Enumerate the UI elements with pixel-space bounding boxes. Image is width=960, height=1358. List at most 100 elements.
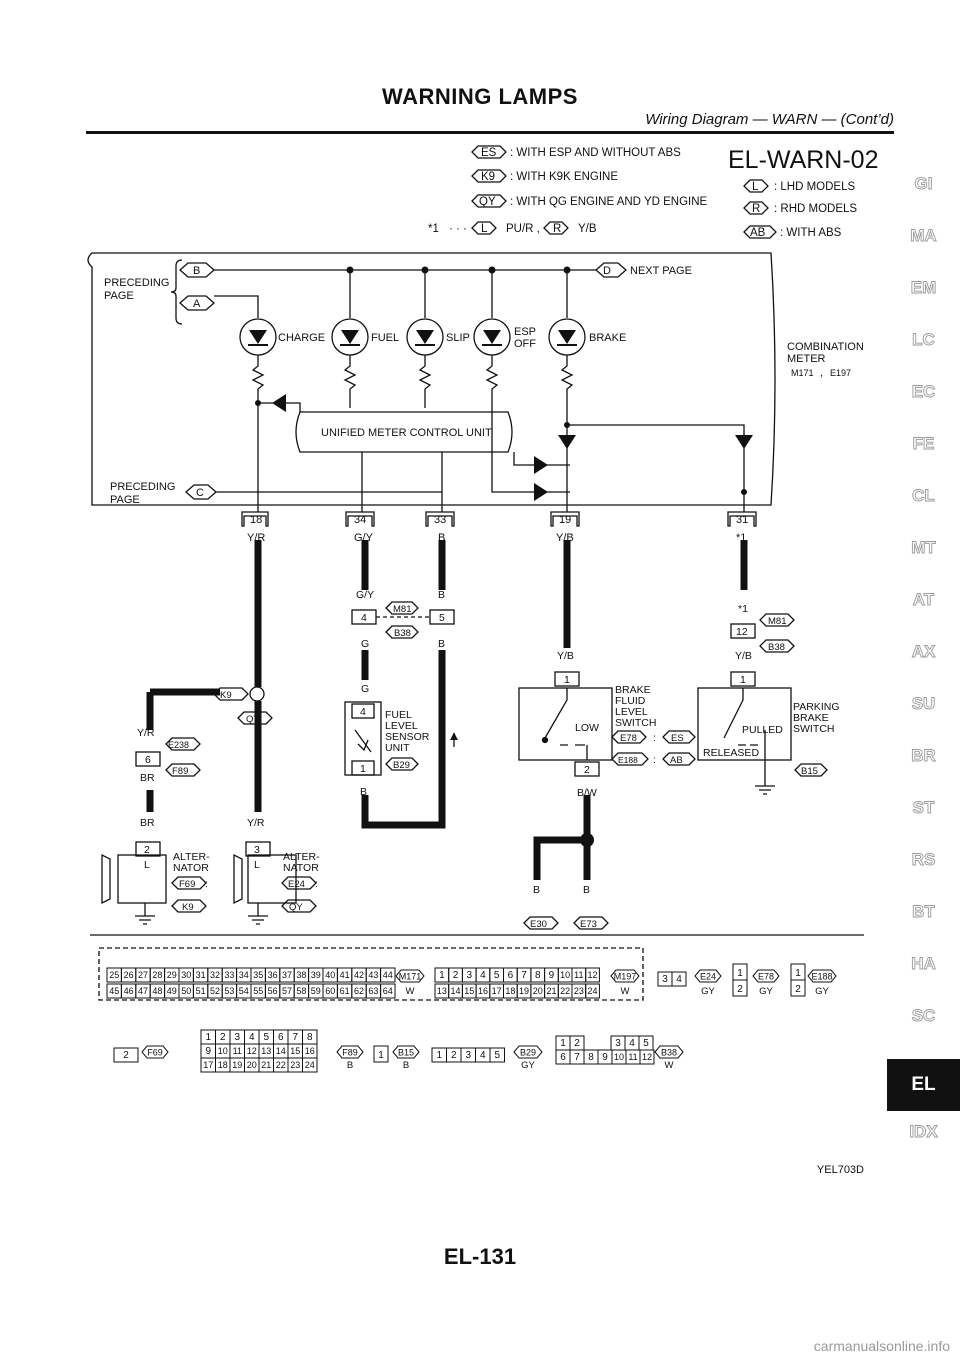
nav-item-ec[interactable]: EC bbox=[911, 382, 936, 402]
nav-item-ax[interactable]: AX bbox=[911, 642, 936, 662]
f89-id-tag: F89 bbox=[342, 1048, 358, 1058]
m197-pin-5-label: 5 bbox=[494, 970, 500, 981]
f89-pin-7-label: 7 bbox=[292, 1032, 298, 1043]
fuel-wire-b-lower: B bbox=[438, 638, 445, 650]
nav-item-su[interactable]: SU bbox=[911, 694, 936, 714]
nav-item-at[interactable]: AT bbox=[912, 590, 935, 610]
park-released-label: RELEASED bbox=[703, 747, 759, 759]
combination-meter-line2: METER bbox=[787, 353, 826, 365]
nav-item-ha[interactable]: HA bbox=[911, 954, 936, 974]
nav-item-lc[interactable]: LC bbox=[912, 330, 936, 350]
f89-pin-21-label: 21 bbox=[261, 1060, 271, 1070]
f89-pin-19-label: 19 bbox=[232, 1060, 242, 1070]
b38-id-tag-outline bbox=[654, 1045, 684, 1059]
e24-color: GY bbox=[701, 986, 715, 997]
m197-pin-7-label: 7 bbox=[521, 970, 527, 981]
preceding-page-top-line2: PAGE bbox=[104, 290, 134, 302]
e238-pin-6: 6 bbox=[145, 754, 151, 766]
m197-pin-21-label: 21 bbox=[546, 986, 556, 996]
ground-e73-tag: E73 bbox=[580, 919, 597, 930]
m197-pin-24-cell bbox=[585, 983, 600, 999]
park-pulled-label: PULLED bbox=[742, 724, 783, 736]
nav-item-br[interactable]: BR bbox=[911, 746, 936, 766]
nav-item-fe[interactable]: FE bbox=[912, 434, 935, 454]
nav-item-em[interactable]: EM bbox=[910, 278, 937, 298]
nav-item-el-active[interactable]: EL bbox=[887, 1059, 960, 1111]
f89-pin-8-label: 8 bbox=[307, 1032, 313, 1043]
m197-pin-13-label: 13 bbox=[437, 986, 447, 996]
legend-text-r: : RHD MODELS bbox=[774, 203, 857, 215]
alt1-label-line2: NATOR bbox=[173, 862, 209, 874]
nav-item-idx[interactable]: IDX bbox=[909, 1122, 938, 1142]
nav-item-rs[interactable]: RS bbox=[911, 850, 936, 870]
legend-tag-l: L bbox=[752, 181, 759, 193]
fuel-sensor-line2: LEVEL bbox=[385, 720, 418, 732]
f89-pin-11-label: 11 bbox=[233, 1046, 242, 1056]
m197-pin-6-label: 6 bbox=[508, 970, 514, 981]
f89-pin-15-label: 15 bbox=[290, 1046, 300, 1056]
park-pin-1: 1 bbox=[740, 674, 746, 686]
brake-switch-line3: LEVEL bbox=[615, 706, 648, 718]
m171-pin-48-label: 48 bbox=[152, 986, 162, 996]
alt1-tag-k9: K9 bbox=[182, 902, 194, 913]
f89-pin-13-label: 13 bbox=[261, 1046, 271, 1056]
combination-meter-line1: COMBINATION bbox=[787, 341, 864, 353]
m197-pin-24-label: 24 bbox=[588, 986, 598, 996]
park-m81-tag: M81 bbox=[768, 616, 786, 627]
connector-a: A bbox=[193, 298, 201, 310]
m171-pin-53-label: 53 bbox=[224, 986, 234, 996]
alt1-label: ALTER-NATOR bbox=[173, 851, 210, 874]
wire-color-31: *1 bbox=[736, 532, 746, 544]
alt2-l: L bbox=[254, 859, 260, 871]
nav-item-st[interactable]: ST bbox=[912, 798, 935, 818]
b38-pin-10-label: 10 bbox=[614, 1052, 624, 1062]
e78-pin-1-label: 1 bbox=[737, 968, 743, 979]
connector-b: B bbox=[193, 265, 200, 277]
m171-pin-43-label: 43 bbox=[368, 970, 378, 980]
f89-pin-23-label: 23 bbox=[290, 1060, 300, 1070]
b15-color: B bbox=[403, 1060, 409, 1071]
fuel-sensor-line1: FUEL bbox=[385, 709, 412, 721]
brake-es-tag: ES bbox=[671, 733, 684, 744]
note-dots: · · · bbox=[449, 223, 467, 235]
m171-pin-63-label: 63 bbox=[368, 986, 378, 996]
m171-pin-55-label: 55 bbox=[253, 986, 263, 996]
b29-pin-5-label: 5 bbox=[494, 1050, 500, 1061]
connector-c: C bbox=[196, 487, 204, 499]
brake-pin-2: 2 bbox=[584, 764, 590, 776]
nav-item-cl[interactable]: CL bbox=[912, 486, 936, 506]
ground-e30-tag: E30 bbox=[530, 919, 547, 930]
note-l-tag: L bbox=[481, 223, 488, 235]
m197-pin-18-label: 18 bbox=[505, 986, 515, 996]
nav-item-bt[interactable]: BT bbox=[912, 902, 936, 922]
nav-item-sc[interactable]: SC bbox=[911, 1006, 936, 1026]
m171-pin-28-label: 28 bbox=[152, 970, 162, 980]
header-rule bbox=[86, 131, 894, 134]
m171-pin-64-cell bbox=[380, 983, 396, 999]
park-b38-tag: B38 bbox=[768, 642, 785, 653]
m171-pin-58-label: 58 bbox=[296, 986, 306, 996]
alt1-pin: 2 bbox=[144, 844, 150, 856]
alt2-colon: : bbox=[315, 878, 318, 890]
nav-item-ma[interactable]: MA bbox=[910, 226, 937, 246]
nav-item-mt[interactable]: MT bbox=[911, 538, 936, 558]
m171-pin-61-label: 61 bbox=[340, 986, 350, 996]
m197-pin-8-label: 8 bbox=[535, 970, 541, 981]
lamp-esp-off-line2: OFF bbox=[514, 338, 536, 350]
f89-id-tag-outline bbox=[336, 1045, 364, 1059]
m171-pin-47-label: 47 bbox=[138, 986, 148, 996]
e188-pin-1-label: 1 bbox=[795, 968, 801, 979]
m197-pin-23-label: 23 bbox=[574, 986, 584, 996]
meter-tag-m171: M171 bbox=[791, 368, 814, 378]
e188-pin-2-label: 2 bbox=[795, 984, 801, 995]
m171-pin-32-label: 32 bbox=[210, 970, 220, 980]
b38-pin-8-label: 8 bbox=[588, 1052, 594, 1063]
m171-pin-30-label: 30 bbox=[181, 970, 191, 980]
nav-item-gi[interactable]: GI bbox=[914, 174, 933, 194]
fuel-pin-1: 1 bbox=[360, 763, 366, 775]
f89-color: B bbox=[347, 1060, 353, 1071]
